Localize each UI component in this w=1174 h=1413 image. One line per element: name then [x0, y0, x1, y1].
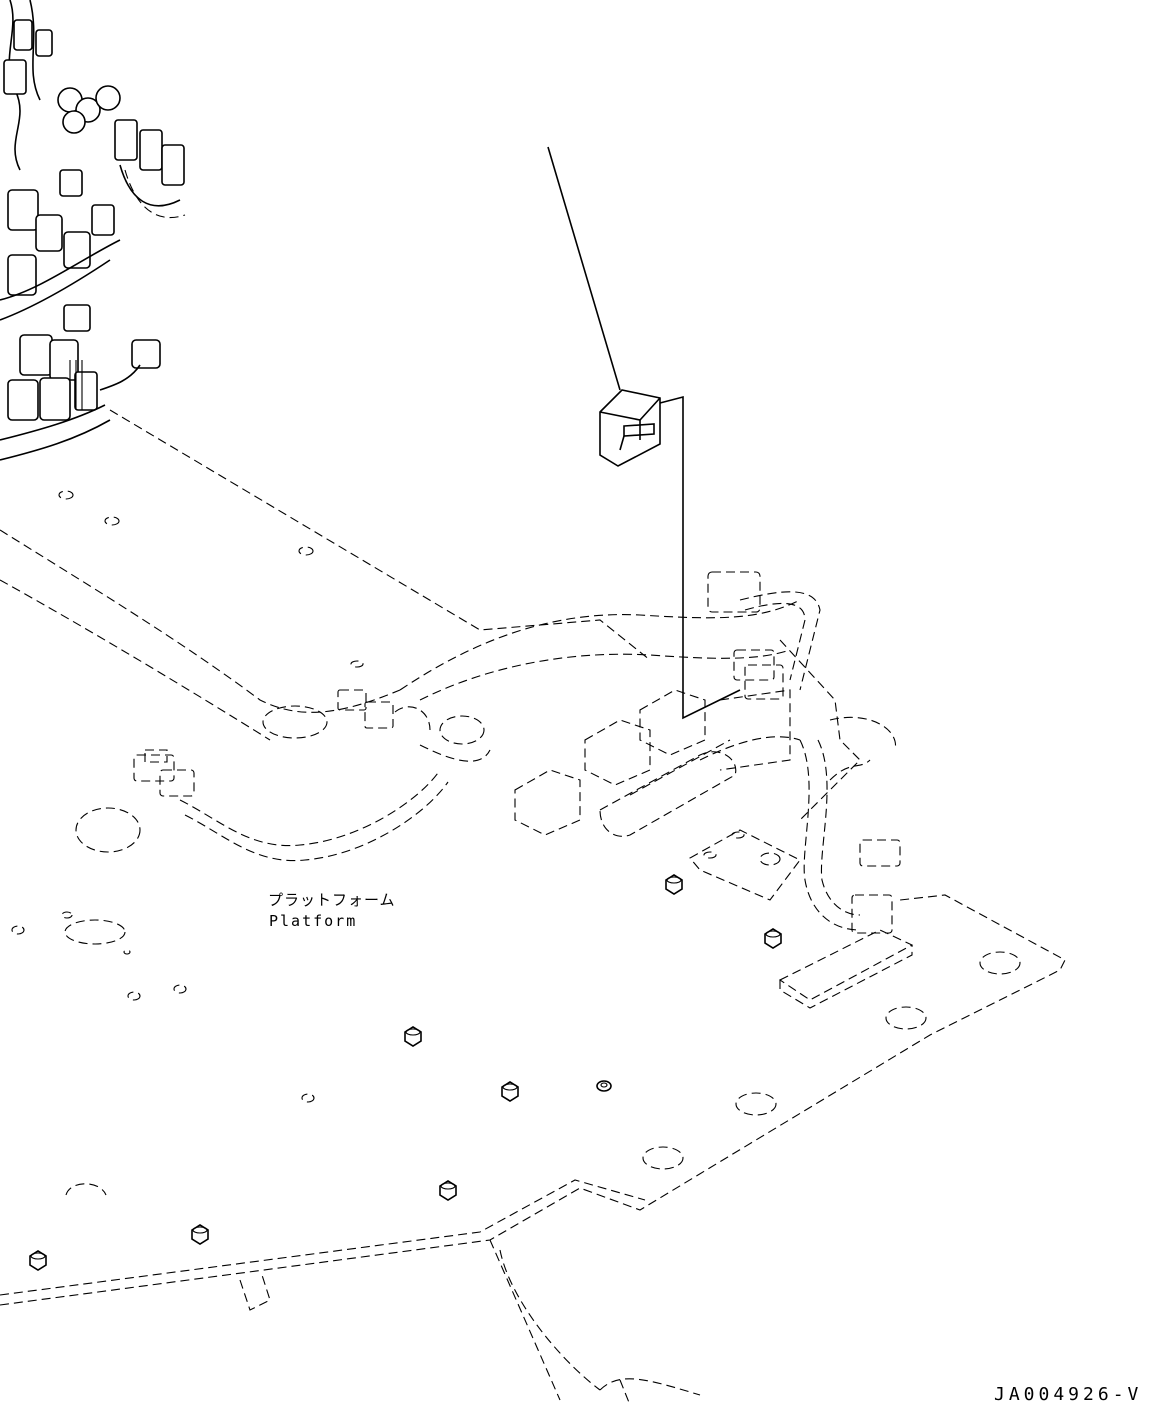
drawing-id-label: JA004926-V — [994, 1384, 1143, 1405]
harness-cluster-upper-left — [0, 0, 185, 460]
platform-outline — [0, 410, 1065, 1405]
platform-label-en: Platform — [269, 912, 358, 930]
harness-platform — [134, 572, 912, 1008]
bolts — [30, 875, 781, 1270]
platform-holes — [12, 491, 1020, 1195]
callout-leader — [548, 147, 740, 718]
cap-part — [600, 390, 660, 466]
platform-label-jp: プラットフォーム — [268, 891, 396, 909]
